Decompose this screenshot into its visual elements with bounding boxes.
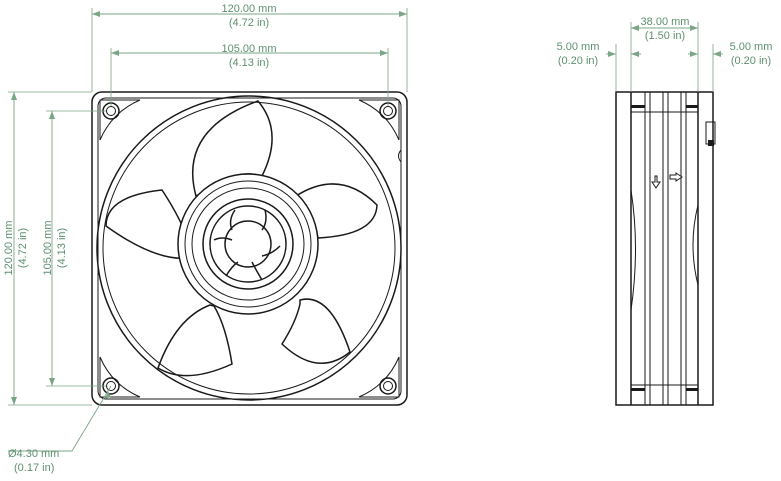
corner-web-br <box>358 356 400 398</box>
dim-hole-diameter-in: (0.17 in) <box>14 462 54 474</box>
corner-web-tr <box>358 99 400 141</box>
fan-front-view <box>91 91 408 406</box>
dim-front-width-holes-mm: 105.00 mm <box>221 43 276 55</box>
dim-front-height-overall-in: (4.72 in) <box>17 228 29 268</box>
hub-motor-spokes <box>213 209 281 281</box>
hub-outer <box>177 173 319 315</box>
side-blade-curve-2 <box>630 189 636 311</box>
dim-side-depth-mm: 38.00 mm <box>641 16 690 28</box>
side-outline <box>615 91 714 406</box>
dim-front-width-holes-in: (4.13 in) <box>229 57 269 69</box>
hub-center-cap <box>224 220 272 268</box>
side-body <box>630 111 699 386</box>
side-struts <box>644 92 687 405</box>
dim-front-height-holes-in: (4.13 in) <box>56 228 68 268</box>
corner-web-bl <box>99 356 141 398</box>
corner-web-tl <box>99 99 141 141</box>
airflow-up-arrow <box>651 175 661 189</box>
dim-hole-diameter-mm: Ø4.30 mm <box>8 448 59 460</box>
frame-notch <box>398 149 402 163</box>
side-blade-curve <box>692 204 699 286</box>
dim-side-flange-right-in: (0.20 in) <box>731 55 771 67</box>
side-tick-3 <box>686 105 698 108</box>
side-cable-connector <box>708 140 714 146</box>
hub-ring-4 <box>202 198 294 290</box>
dim-side-flange-left: 5.00 mm (0.20 in) <box>557 41 641 92</box>
rotation-right-arrow <box>669 172 683 182</box>
dim-front-width-overall-mm: 120.00 mm <box>221 3 276 15</box>
fan-side-view <box>615 91 716 406</box>
dim-front-height-holes-mm: 105.00 mm <box>42 220 54 275</box>
dim-side-flange-left-in: (0.20 in) <box>558 55 598 67</box>
venturi-outer-ring <box>96 95 402 401</box>
hub-ring-2 <box>184 180 312 308</box>
mounting-hole-br <box>379 377 397 395</box>
dim-hole-diameter: Ø4.30 mm (0.17 in) <box>8 385 112 474</box>
dim-side-flange-right-mm: 5.00 mm <box>730 41 773 53</box>
dim-side-flange-right: 5.00 mm (0.20 in) <box>688 41 772 92</box>
fan-blade-4 <box>157 304 233 377</box>
side-tick-2 <box>631 388 645 391</box>
side-tick-1 <box>631 105 645 108</box>
dim-front-width-overall: 120.00 mm (4.72 in) <box>91 3 408 92</box>
side-tick-4 <box>686 388 698 391</box>
dim-front-height-overall: 120.00 mm (4.72 in) <box>3 91 92 406</box>
hub-motor-ring <box>209 205 287 283</box>
dim-front-height-overall-mm: 120.00 mm <box>3 220 15 275</box>
dim-front-height-holes: 105.00 mm (4.13 in) <box>42 110 106 387</box>
dim-side-depth-in: (1.50 in) <box>645 30 685 42</box>
dim-side-flange-left-mm: 5.00 mm <box>557 41 600 53</box>
fan-blade-3 <box>281 298 351 364</box>
venturi-inner-ring <box>102 101 396 395</box>
dim-side-depth: 38.00 mm (1.50 in) <box>630 16 699 92</box>
frame-outer-outline <box>91 91 408 406</box>
dim-front-width-overall-in: (4.72 in) <box>229 17 269 29</box>
hub-ring-3 <box>191 187 305 301</box>
dim-front-width-holes: 105.00 mm (4.13 in) <box>110 43 389 106</box>
